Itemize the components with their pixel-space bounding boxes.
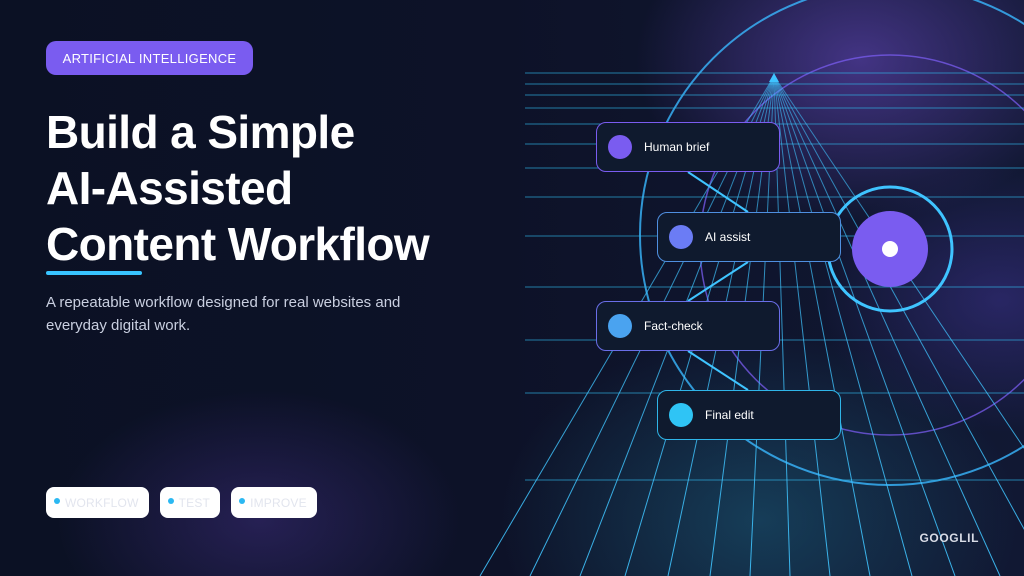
title-line-1: Build a Simple	[46, 106, 355, 158]
workflow-node-human-brief: Human brief	[596, 122, 780, 172]
node-label: Human brief	[644, 140, 710, 154]
title-line-2: AI-Assisted	[46, 162, 293, 214]
subtitle-line-2: everyday digital work.	[46, 317, 191, 334]
node-label: Final edit	[705, 408, 754, 422]
subtitle: A repeatable workflow designed for real …	[46, 291, 446, 337]
chip-dot-icon	[239, 497, 246, 504]
node-dot-icon	[669, 403, 693, 427]
tag-chips: WORKFLOW TEST IMPROVE	[46, 487, 317, 518]
workflow-node-final-edit: Final edit	[657, 390, 841, 440]
brand-logo-text: GOOGLIL	[919, 531, 979, 545]
workflow-node-ai-assist: AI assist	[657, 212, 841, 262]
chip-label: TEST	[178, 495, 211, 510]
chip-label: IMPROVE	[250, 495, 307, 510]
node-label: AI assist	[705, 230, 751, 244]
chip-dot-icon	[54, 497, 60, 504]
subtitle-line-1: A repeatable workflow designed for real …	[46, 294, 401, 311]
chip-dot-icon	[167, 497, 174, 504]
chip-improve[interactable]: IMPROVE	[231, 487, 317, 518]
page-title: Build a Simple AI-Assisted Content Workf…	[46, 104, 516, 272]
title-line-3: Content Workflow	[46, 218, 430, 270]
title-underline	[46, 271, 142, 275]
node-dot-icon	[608, 314, 632, 338]
chip-test[interactable]: TEST	[159, 487, 221, 518]
workflow-node-fact-check: Fact-check	[596, 301, 780, 351]
chip-label: WORKFLOW	[65, 495, 139, 510]
node-dot-icon	[608, 135, 632, 159]
node-dot-icon	[669, 225, 693, 249]
chip-workflow[interactable]: WORKFLOW	[46, 487, 149, 518]
category-tag: ARTIFICIAL INTELLIGENCE	[46, 41, 253, 75]
node-label: Fact-check	[644, 319, 703, 333]
